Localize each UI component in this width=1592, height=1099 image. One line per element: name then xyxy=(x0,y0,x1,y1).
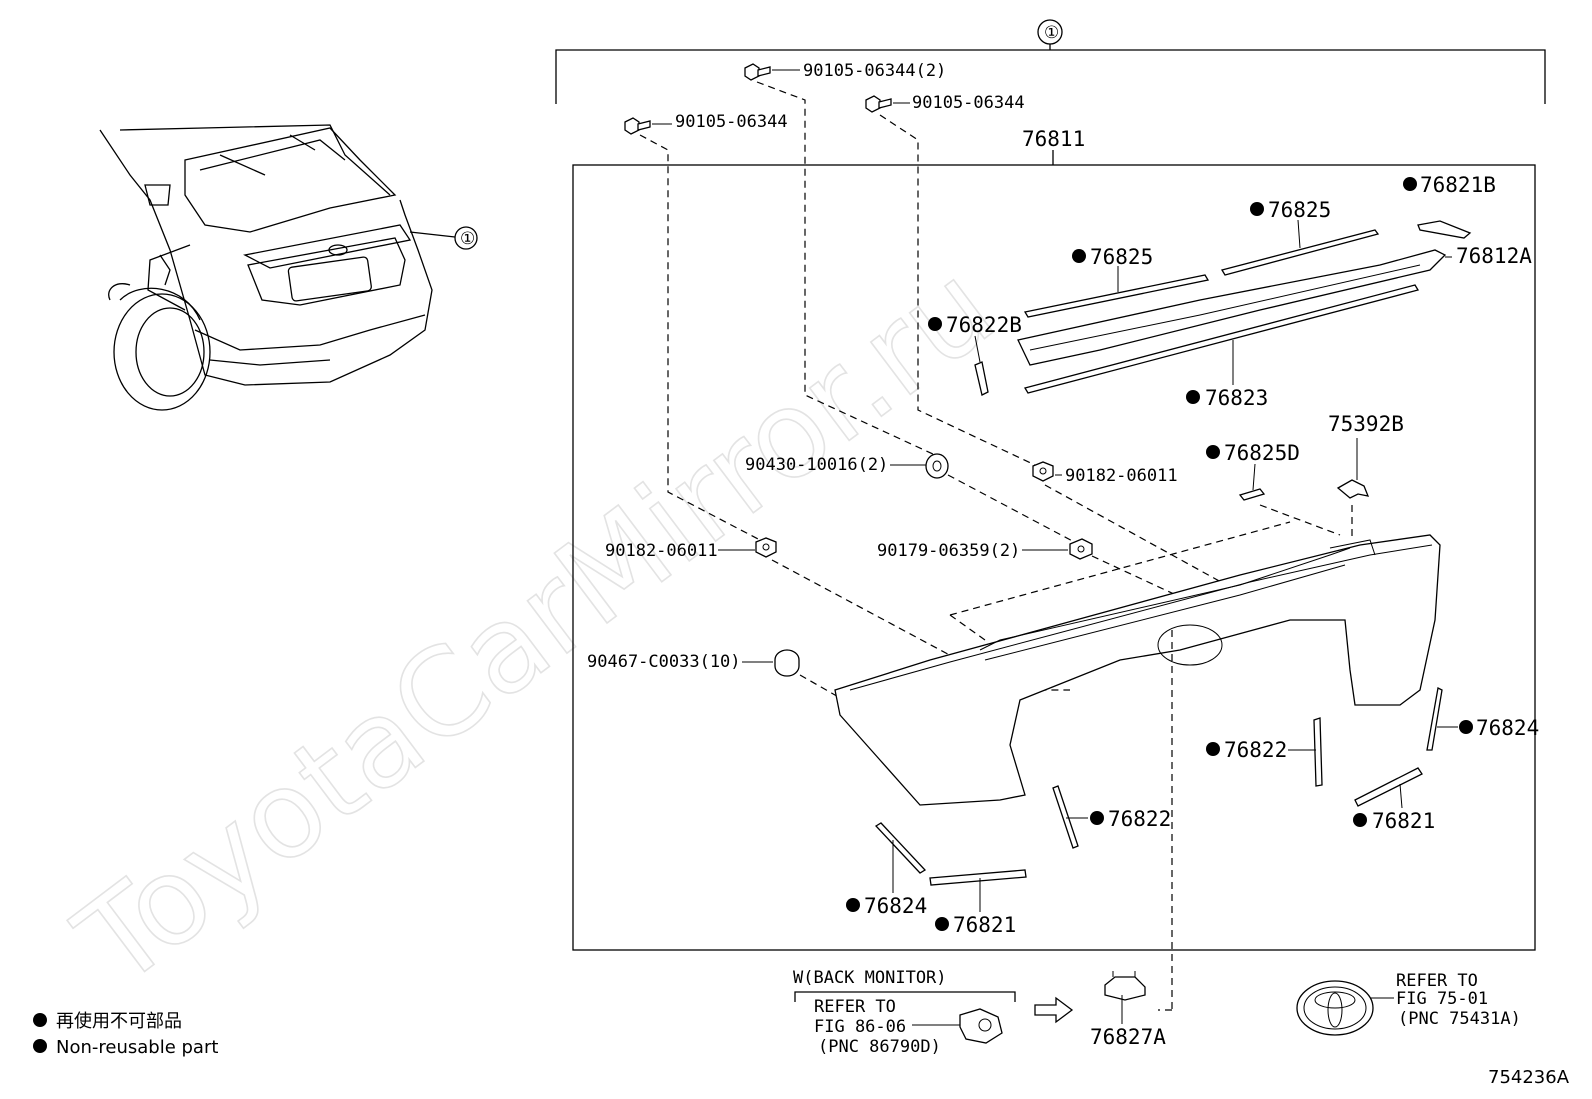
camera-bracket-icon xyxy=(1104,971,1146,1001)
back-monitor-heading: W(BACK MONITOR) xyxy=(793,968,947,988)
vehicle-rear-illustration: ① xyxy=(99,124,478,411)
label-76821-left: 76821 xyxy=(953,913,1016,937)
trim-part-76825-upper xyxy=(1220,229,1380,276)
non-reusable-dot-icon xyxy=(928,317,942,331)
trim-part-76821-right xyxy=(1354,767,1423,807)
callout-1-top: ① xyxy=(1044,23,1059,43)
back-monitor-fig: FIG 86-06 xyxy=(814,1017,906,1037)
label-76821-right: 76821 xyxy=(1372,809,1435,833)
non-reusable-dot-icon xyxy=(1403,177,1417,191)
spoiler-part-76812A xyxy=(1017,249,1447,366)
toyota-emblem-icon xyxy=(1296,980,1374,1036)
trim-part-76822B xyxy=(974,361,989,396)
label-76821B: 76821B xyxy=(1420,173,1496,197)
label-75392B: 75392B xyxy=(1328,412,1404,436)
emblem-pnc: (PNC 75431A) xyxy=(1398,1009,1521,1029)
non-reusable-dot-icon xyxy=(1186,390,1200,404)
trim-part-76821-left xyxy=(929,869,1027,886)
assembly-bracket: ① xyxy=(555,19,1546,104)
back-door-garnish xyxy=(834,534,1441,806)
non-reusable-dot-icon xyxy=(1206,742,1220,756)
clip-icon xyxy=(774,649,800,677)
bolt-icon xyxy=(865,95,892,113)
label-76824-right: 76824 xyxy=(1476,716,1539,740)
label-90179: 90179-06359(2) xyxy=(877,541,1020,561)
trim-part-76823 xyxy=(1023,284,1420,394)
label-76825-lower: 76825 xyxy=(1090,245,1153,269)
trim-part-76821B xyxy=(1417,220,1472,239)
trim-part-76824-left xyxy=(874,822,927,874)
legend-dot-icon xyxy=(33,1013,47,1027)
label-90182-right: 90182-06011 xyxy=(1065,466,1178,486)
non-reusable-dot-icon xyxy=(1090,811,1104,825)
trim-part-76822-right xyxy=(1313,717,1323,787)
label-90105-left: 90105-06344 xyxy=(675,112,788,132)
label-76825D: 76825D xyxy=(1224,441,1300,465)
label-90430: 90430-10016(2) xyxy=(745,455,888,475)
trim-part-76822-center xyxy=(1052,785,1079,849)
label-76827A: 76827A xyxy=(1090,1025,1166,1049)
emblem-refer: REFER TO xyxy=(1396,971,1478,991)
non-reusable-dot-icon xyxy=(1459,720,1473,734)
figure-id: 754236A xyxy=(1488,1067,1570,1088)
label-76822B: 76822B xyxy=(946,313,1022,337)
non-reusable-dot-icon xyxy=(1206,445,1220,459)
emblem-fig: FIG 75-01 xyxy=(1396,989,1488,1009)
label-90105-top: 90105-06344(2) xyxy=(803,61,946,81)
pad-part-76825D xyxy=(1238,488,1266,501)
back-monitor-refer: REFER TO xyxy=(814,997,896,1017)
legend-dot-icon xyxy=(33,1039,47,1053)
assembly-frame xyxy=(572,164,1536,951)
label-76812A: 76812A xyxy=(1456,244,1532,268)
washer-nut-icon xyxy=(925,453,949,479)
nut-icon xyxy=(1032,461,1054,482)
label-76822-center: 76822 xyxy=(1108,807,1171,831)
non-reusable-dot-icon xyxy=(1250,202,1264,216)
camera-icon xyxy=(959,1008,1003,1044)
legend-english: Non-reusable part xyxy=(56,1037,218,1058)
label-90182-left: 90182-06011 xyxy=(605,541,718,561)
non-reusable-dot-icon xyxy=(1072,249,1086,263)
label-76825-upper: 76825 xyxy=(1268,198,1331,222)
arrow-right-icon xyxy=(1034,996,1074,1024)
non-reusable-dot-icon xyxy=(846,898,860,912)
label-76823: 76823 xyxy=(1205,386,1268,410)
callout-1-car: ① xyxy=(460,229,475,249)
bracket-part-75392B xyxy=(1336,479,1370,499)
trim-part-76825-lower xyxy=(1023,274,1210,318)
back-monitor-pnc: (PNC 86790D) xyxy=(818,1037,941,1057)
bolt-icon xyxy=(744,63,771,81)
label-76811: 76811 xyxy=(1022,127,1085,151)
nut-icon xyxy=(755,537,777,558)
label-90467: 90467-C0033(10) xyxy=(587,652,741,672)
bolt-icon xyxy=(624,117,651,135)
non-reusable-dot-icon xyxy=(1353,813,1367,827)
trim-part-76824-right xyxy=(1426,687,1443,751)
legend-japanese: 再使用不可部品 xyxy=(56,1011,182,1032)
label-90105-right: 90105-06344 xyxy=(912,93,1025,113)
label-76824-left: 76824 xyxy=(864,894,927,918)
label-76822-right: 76822 xyxy=(1224,738,1287,762)
clip-icon xyxy=(1069,538,1093,560)
non-reusable-dot-icon xyxy=(935,917,949,931)
